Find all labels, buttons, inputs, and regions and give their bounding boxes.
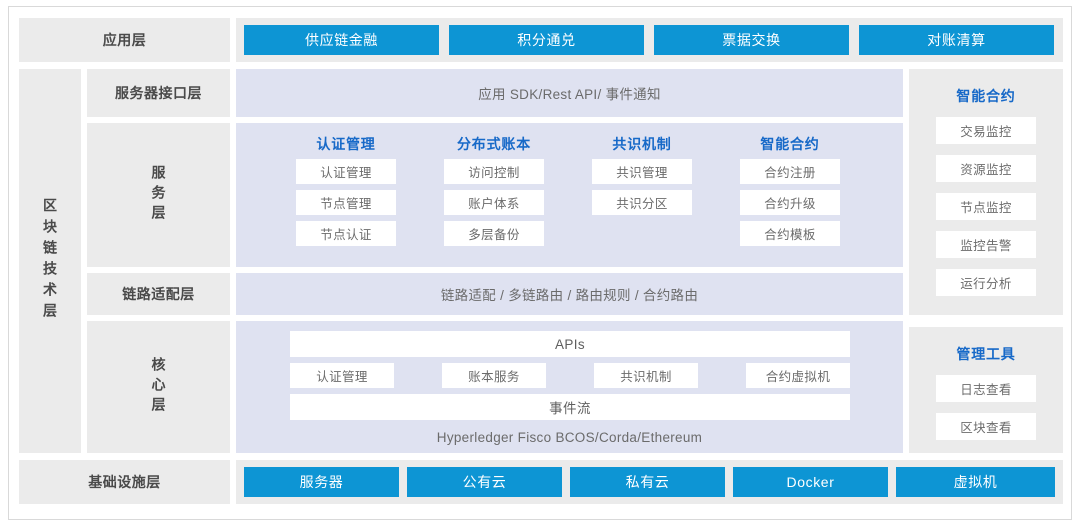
- service-chip-access-control[interactable]: 访问控制: [444, 159, 544, 184]
- right-chip-runtime-analysis[interactable]: 运行分析: [936, 269, 1036, 296]
- service-chip-contract-upgrade[interactable]: 合约升级: [740, 190, 840, 215]
- right-chip-resource-monitor[interactable]: 资源监控: [936, 155, 1036, 182]
- service-column-title-smart-contract: 智能合约: [760, 136, 820, 152]
- app-button-bill-exchange[interactable]: 票据交换: [654, 25, 849, 55]
- service-chip-consensus-partition[interactable]: 共识分区: [592, 190, 692, 215]
- infra-button-private-cloud[interactable]: 私有云: [570, 467, 725, 497]
- side-label-blockchain-tech-layer: 区块链技术层: [19, 69, 81, 453]
- right-panel-smart-contract: 智能合约 交易监控 资源监控 节点监控 监控告警 运行分析: [909, 69, 1063, 315]
- server-interface-content: 应用 SDK/Rest API/ 事件通知: [236, 69, 903, 117]
- service-column-title-consensus: 共识机制: [612, 136, 672, 152]
- link-adapter-content: 链路适配 / 多链路由 / 路由规则 / 合约路由: [236, 273, 903, 315]
- right-panel-management-tools: 管理工具 日志查看 区块查看: [909, 327, 1063, 453]
- right-chip-log-viewer[interactable]: 日志查看: [936, 375, 1036, 402]
- row-label-infrastructure: 基础设施层: [19, 460, 230, 504]
- infrastructure-buttons-strip: 服务器 公有云 私有云 Docker 虚拟机: [236, 460, 1063, 504]
- right-panel-title-management-tools: 管理工具: [956, 346, 1016, 362]
- infra-button-public-cloud[interactable]: 公有云: [407, 467, 562, 497]
- service-chip-node-authentication[interactable]: 节点认证: [296, 221, 396, 246]
- core-chip-contract-vm[interactable]: 合约虚拟机: [746, 363, 850, 388]
- right-chip-transaction-monitor[interactable]: 交易监控: [936, 117, 1036, 144]
- row-label-link-adapter: 链路适配层: [87, 273, 230, 315]
- right-chip-block-viewer[interactable]: 区块查看: [936, 413, 1036, 440]
- app-button-supply-chain-finance[interactable]: 供应链金融: [244, 25, 439, 55]
- service-layer-panel: 认证管理 认证管理 节点管理 节点认证 分布式账本 访问控制 账户体系 多层: [236, 123, 903, 267]
- app-button-reconciliation-settlement[interactable]: 对账清算: [859, 25, 1054, 55]
- right-panel-title-smart-contract: 智能合约: [956, 88, 1016, 104]
- core-chip-ledger-service[interactable]: 账本服务: [442, 363, 546, 388]
- row-label-server-interface: 服务器接口层: [87, 69, 230, 117]
- infra-button-docker[interactable]: Docker: [733, 467, 888, 497]
- row-label-core-layer: 核心层: [87, 321, 230, 453]
- service-chip-contract-template[interactable]: 合约模板: [740, 221, 840, 246]
- row-label-application: 应用层: [19, 18, 230, 62]
- service-chip-node-management[interactable]: 节点管理: [296, 190, 396, 215]
- row-label-application-text: 应用层: [102, 32, 147, 48]
- core-chip-consensus-mechanism[interactable]: 共识机制: [594, 363, 698, 388]
- core-chip-auth-management[interactable]: 认证管理: [290, 363, 394, 388]
- core-layer-panel: APIs 认证管理 账本服务 共识机制 合约虚拟机 事件流 Hyperledge…: [236, 321, 903, 453]
- core-event-stream-bar[interactable]: 事件流: [290, 394, 850, 420]
- row-label-service-layer: 服务层: [87, 123, 230, 267]
- service-column-title-distributed-ledger: 分布式账本: [457, 136, 531, 152]
- infra-button-server[interactable]: 服务器: [244, 467, 399, 497]
- service-chip-account-system[interactable]: 账户体系: [444, 190, 544, 215]
- application-buttons-strip: 供应链金融 积分通兑 票据交换 对账清算: [236, 18, 1063, 62]
- app-button-points-exchange[interactable]: 积分通兑: [449, 25, 644, 55]
- side-label-text: 区块链技术层: [42, 198, 58, 324]
- core-apis-bar[interactable]: APIs: [290, 331, 850, 357]
- infra-button-virtual-machine[interactable]: 虚拟机: [896, 467, 1055, 497]
- right-chip-monitor-alarm[interactable]: 监控告警: [936, 231, 1036, 258]
- core-footer-platforms: Hyperledger Fisco BCOS/Corda/Ethereum: [436, 429, 703, 445]
- service-chip-consensus-management[interactable]: 共识管理: [592, 159, 692, 184]
- right-chip-node-monitor[interactable]: 节点监控: [936, 193, 1036, 220]
- diagram-frame: 应用层 供应链金融 积分通兑 票据交换 对账清算 区块链技术层 服务器接口层 应…: [8, 6, 1072, 520]
- service-chip-auth-management[interactable]: 认证管理: [296, 159, 396, 184]
- service-column-title-authentication: 认证管理: [316, 136, 376, 152]
- service-chip-contract-registration[interactable]: 合约注册: [740, 159, 840, 184]
- service-chip-multilayer-backup[interactable]: 多层备份: [444, 221, 544, 246]
